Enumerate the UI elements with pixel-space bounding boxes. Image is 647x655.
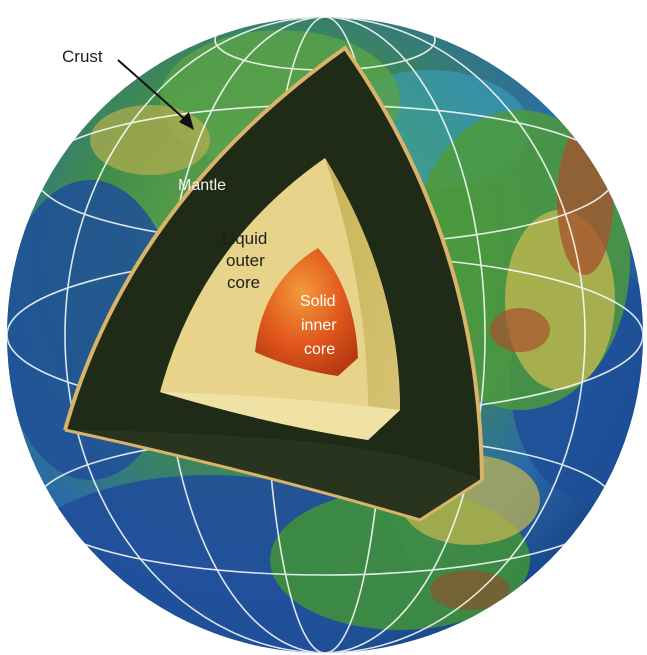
inner-core-label-line-3: core xyxy=(304,341,335,358)
cutaway-wedge xyxy=(63,45,484,522)
outer-core-bottom-face xyxy=(160,392,400,440)
crust-rim xyxy=(63,45,484,481)
crust-rim-lower xyxy=(64,428,483,522)
crust-pointer xyxy=(117,59,194,130)
inner-core-label: Solid inner core xyxy=(300,293,337,358)
outer-core-label-line-3: core xyxy=(227,273,260,292)
mantle-label: Mantle xyxy=(178,177,226,194)
crust-pointer-arrowhead-icon xyxy=(179,112,194,130)
outer-core-label-line-2: outer xyxy=(226,251,265,270)
crust-pointer-line xyxy=(117,59,189,123)
outer-core-label: Liquid outer core xyxy=(222,229,267,292)
outer-core-label-line-1: Liquid xyxy=(222,229,267,248)
inner-core-label-line-1: Solid xyxy=(300,293,336,310)
crust-label: Crust xyxy=(62,47,103,66)
inner-core-layer xyxy=(255,248,358,376)
outer-core-side-face xyxy=(325,158,400,440)
inner-core-label-line-2: inner xyxy=(301,317,337,334)
